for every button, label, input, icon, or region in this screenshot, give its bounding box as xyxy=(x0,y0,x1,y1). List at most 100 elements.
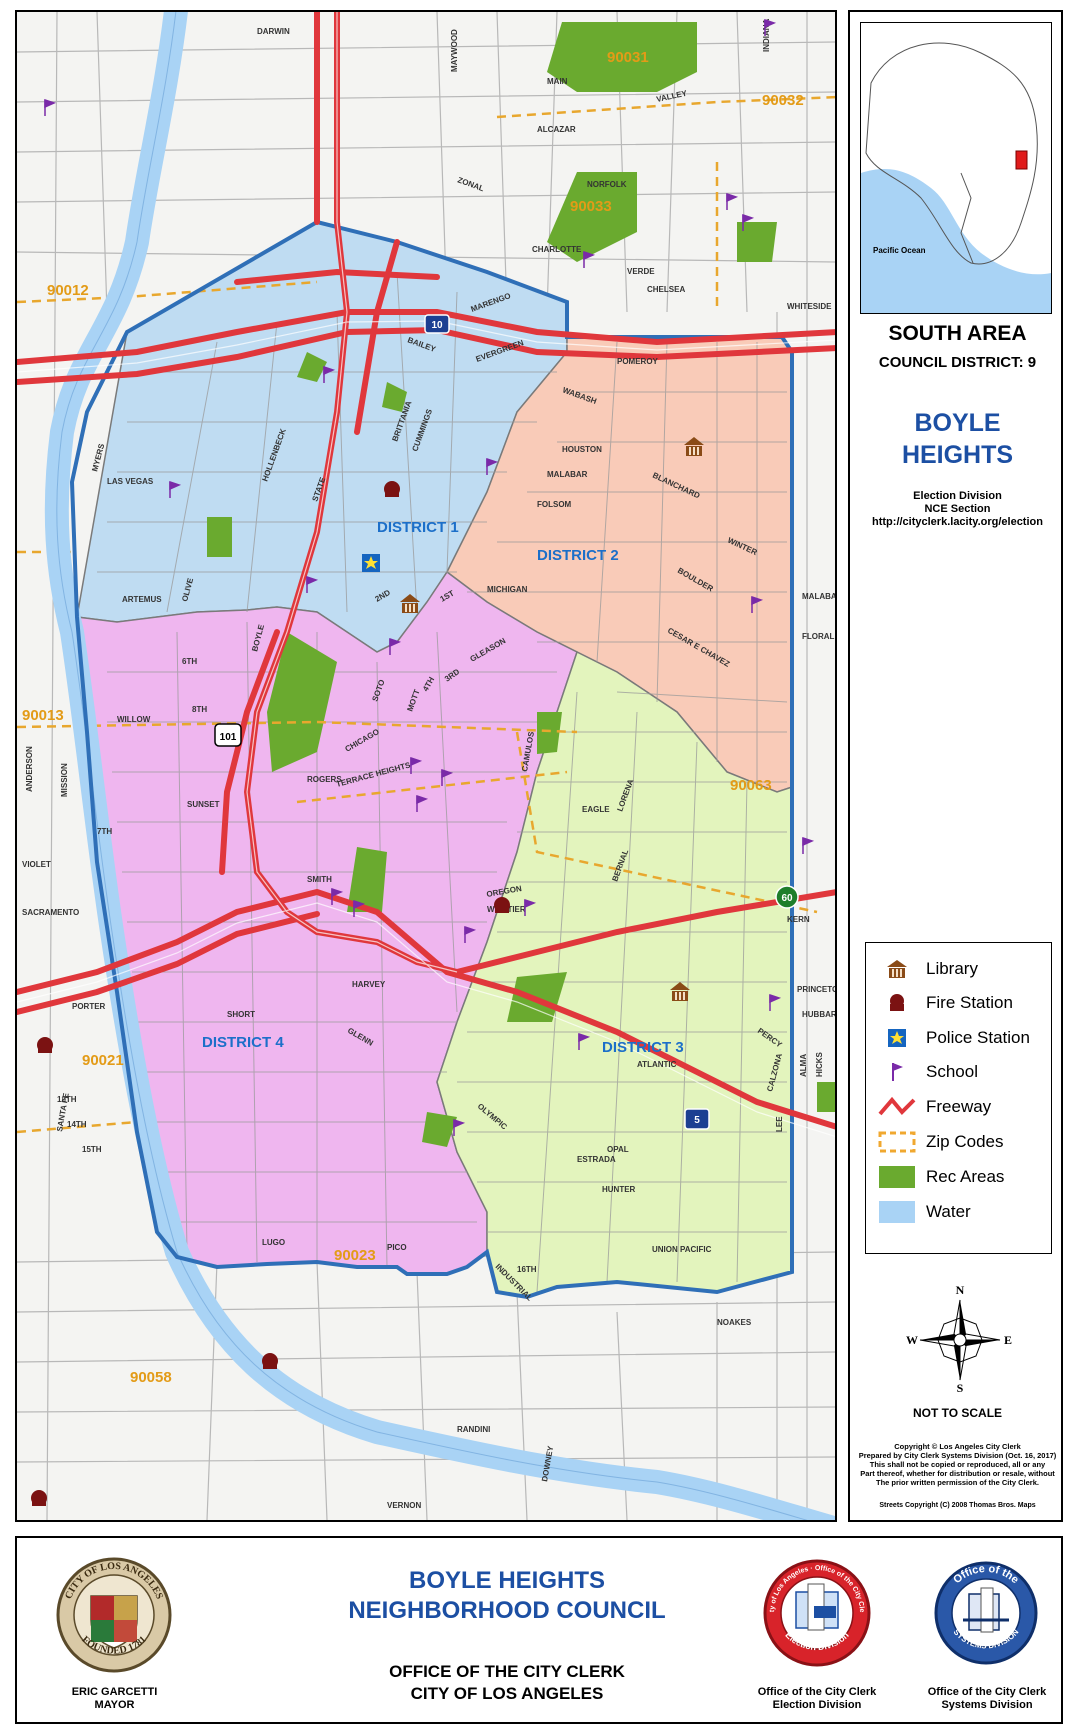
school-flag-icon[interactable] xyxy=(464,925,477,943)
systems-division-caption: Office of the City Clerk Systems Divisio… xyxy=(927,1686,1047,1711)
police-station-icon xyxy=(888,1029,906,1047)
school-flag-icon[interactable] xyxy=(769,993,782,1011)
library-icon[interactable] xyxy=(670,982,690,1001)
school-flag-icon[interactable] xyxy=(726,192,739,210)
legend-label: Zip Codes xyxy=(926,1132,1004,1151)
svg-text:HOUSTON: HOUSTON xyxy=(562,445,602,454)
svg-text:INDIANA: INDIANA xyxy=(762,18,771,52)
school-flag-icon[interactable] xyxy=(764,18,777,36)
school-flag-icon[interactable] xyxy=(453,1118,466,1136)
school-flag-icon[interactable] xyxy=(410,756,423,774)
svg-text:KERN: KERN xyxy=(787,915,810,924)
neighborhood-name: BOYLE HEIGHTS xyxy=(850,407,1065,471)
freeway-shield-60: 60 xyxy=(775,885,799,909)
school-icons xyxy=(44,18,815,1136)
zip-90031-label: 90031 xyxy=(607,49,649,66)
school-flag-icon[interactable] xyxy=(742,213,755,231)
svg-text:PRINCETON: PRINCETON xyxy=(797,985,835,994)
map-frame: 10 101 60 5 DISTRICT 1 DISTRICT 2 DISTRI… xyxy=(15,10,837,1522)
legend-item-zip-codes: Zip Codes xyxy=(878,1126,1048,1158)
zip-90033-label: 90033 xyxy=(570,198,612,215)
water-swatch xyxy=(879,1201,915,1223)
district-2-label: DISTRICT 2 xyxy=(537,547,619,564)
school-flag-icon[interactable] xyxy=(306,575,319,593)
fire-station-icon[interactable] xyxy=(31,1490,47,1506)
school-flag-icon[interactable] xyxy=(416,794,429,812)
svg-text:FOLSOM: FOLSOM xyxy=(537,500,572,509)
school-flag-icon[interactable] xyxy=(524,898,537,916)
boyle-heights-map[interactable]: 10 101 60 5 DISTRICT 1 DISTRICT 2 DISTRI… xyxy=(17,12,835,1520)
svg-text:HUNTER: HUNTER xyxy=(602,1185,636,1194)
city-seal-icon: CITY OF LOS ANGELES FOUNDED 1781 xyxy=(56,1557,172,1673)
svg-text:MISSION: MISSION xyxy=(60,763,69,797)
svg-text:ESTRADA: ESTRADA xyxy=(577,1155,616,1164)
zip-dashed-box-icon xyxy=(878,1131,916,1153)
svg-text:CHELSEA: CHELSEA xyxy=(647,285,685,294)
boyle-heights-locator xyxy=(1015,150,1028,170)
svg-text:FLORAL: FLORAL xyxy=(802,632,835,641)
police-station-icon[interactable] xyxy=(362,554,380,572)
svg-text:E: E xyxy=(1004,1333,1012,1347)
svg-text:PICO: PICO xyxy=(387,1243,407,1252)
svg-text:CHARLOTTE: CHARLOTTE xyxy=(532,245,582,254)
school-flag-icon[interactable] xyxy=(323,365,336,383)
freeway-centerlines xyxy=(17,12,835,1138)
fire-station-icon[interactable] xyxy=(37,1037,53,1053)
svg-text:MICHIGAN: MICHIGAN xyxy=(487,585,528,594)
freeway-line-icon xyxy=(878,1096,916,1116)
svg-text:60: 60 xyxy=(781,893,793,904)
fire-station-icon[interactable] xyxy=(494,897,510,913)
svg-text:SHORT: SHORT xyxy=(227,1010,255,1019)
svg-text:14TH: 14TH xyxy=(67,1120,87,1129)
neighborhood-council-boundary[interactable] xyxy=(69,219,794,1300)
zip-90032-label: 90032 xyxy=(762,92,804,109)
svg-text:ROGERS: ROGERS xyxy=(307,775,342,784)
svg-text:DARWIN: DARWIN xyxy=(257,27,290,36)
school-flag-icon[interactable] xyxy=(751,595,764,613)
zip-90063-label: 90063 xyxy=(730,777,772,794)
svg-text:ALMA: ALMA xyxy=(799,1054,808,1077)
svg-text:HUBBARD: HUBBARD xyxy=(802,1010,835,1019)
svg-text:WILLOW: WILLOW xyxy=(117,715,151,724)
svg-text:PORTER: PORTER xyxy=(72,1002,106,1011)
fire-station-icon[interactable] xyxy=(262,1353,278,1369)
neighborhood-name-line1: BOYLE xyxy=(914,409,1001,437)
streets-copyright: Streets Copyright (C) 2008 Thomas Bros. … xyxy=(879,1502,1036,1509)
school-flag-icon xyxy=(892,1063,903,1081)
school-flag-icon[interactable] xyxy=(486,457,499,475)
svg-text:VERDE: VERDE xyxy=(627,267,655,276)
svg-text:10: 10 xyxy=(431,320,443,331)
legend-label: School xyxy=(926,1062,978,1081)
division-url-link[interactable]: http://cityclerk.lacity.org/election xyxy=(872,516,1043,528)
fire-station-icons xyxy=(31,481,510,1506)
school-flag-icon[interactable] xyxy=(169,480,182,498)
svg-text:NOAKES: NOAKES xyxy=(717,1318,752,1327)
svg-text:MAYWOOD: MAYWOOD xyxy=(450,29,459,72)
svg-text:MALABAR: MALABAR xyxy=(802,592,835,601)
school-flag-icon[interactable] xyxy=(331,887,344,905)
fire-station-icon[interactable] xyxy=(384,481,400,497)
svg-text:ALCAZAR: ALCAZAR xyxy=(537,125,576,134)
svg-text:EAGLE: EAGLE xyxy=(582,805,610,814)
legend-label: Library xyxy=(926,959,978,978)
library-icon[interactable] xyxy=(684,437,704,456)
school-flag-icon[interactable] xyxy=(578,1032,591,1050)
legend-item-freeway: Freeway xyxy=(878,1091,1048,1123)
zip-90012-label: 90012 xyxy=(47,282,89,299)
legend-item-water: Water xyxy=(878,1196,1048,1228)
map-legend: Library Fire Station Police Station Scho… xyxy=(865,942,1052,1254)
school-flag-icon[interactable] xyxy=(583,250,596,268)
los-angeles-river xyxy=(44,12,835,1520)
legend-label: Police Station xyxy=(926,1028,1030,1047)
locator-map-svg: Pacific Ocean xyxy=(861,23,1051,313)
svg-text:HICKS: HICKS xyxy=(815,1051,824,1077)
zip-90023-label: 90023 xyxy=(334,1247,376,1264)
school-flag-icon[interactable] xyxy=(353,899,366,917)
school-flag-icon[interactable] xyxy=(802,836,815,854)
school-flag-icon[interactable] xyxy=(389,637,402,655)
school-flag-icon[interactable] xyxy=(441,768,454,786)
svg-text:8TH: 8TH xyxy=(192,705,207,714)
school-flag-icon[interactable] xyxy=(44,98,57,116)
division-line2: NCE Section xyxy=(924,503,991,515)
library-icon[interactable] xyxy=(400,594,420,613)
